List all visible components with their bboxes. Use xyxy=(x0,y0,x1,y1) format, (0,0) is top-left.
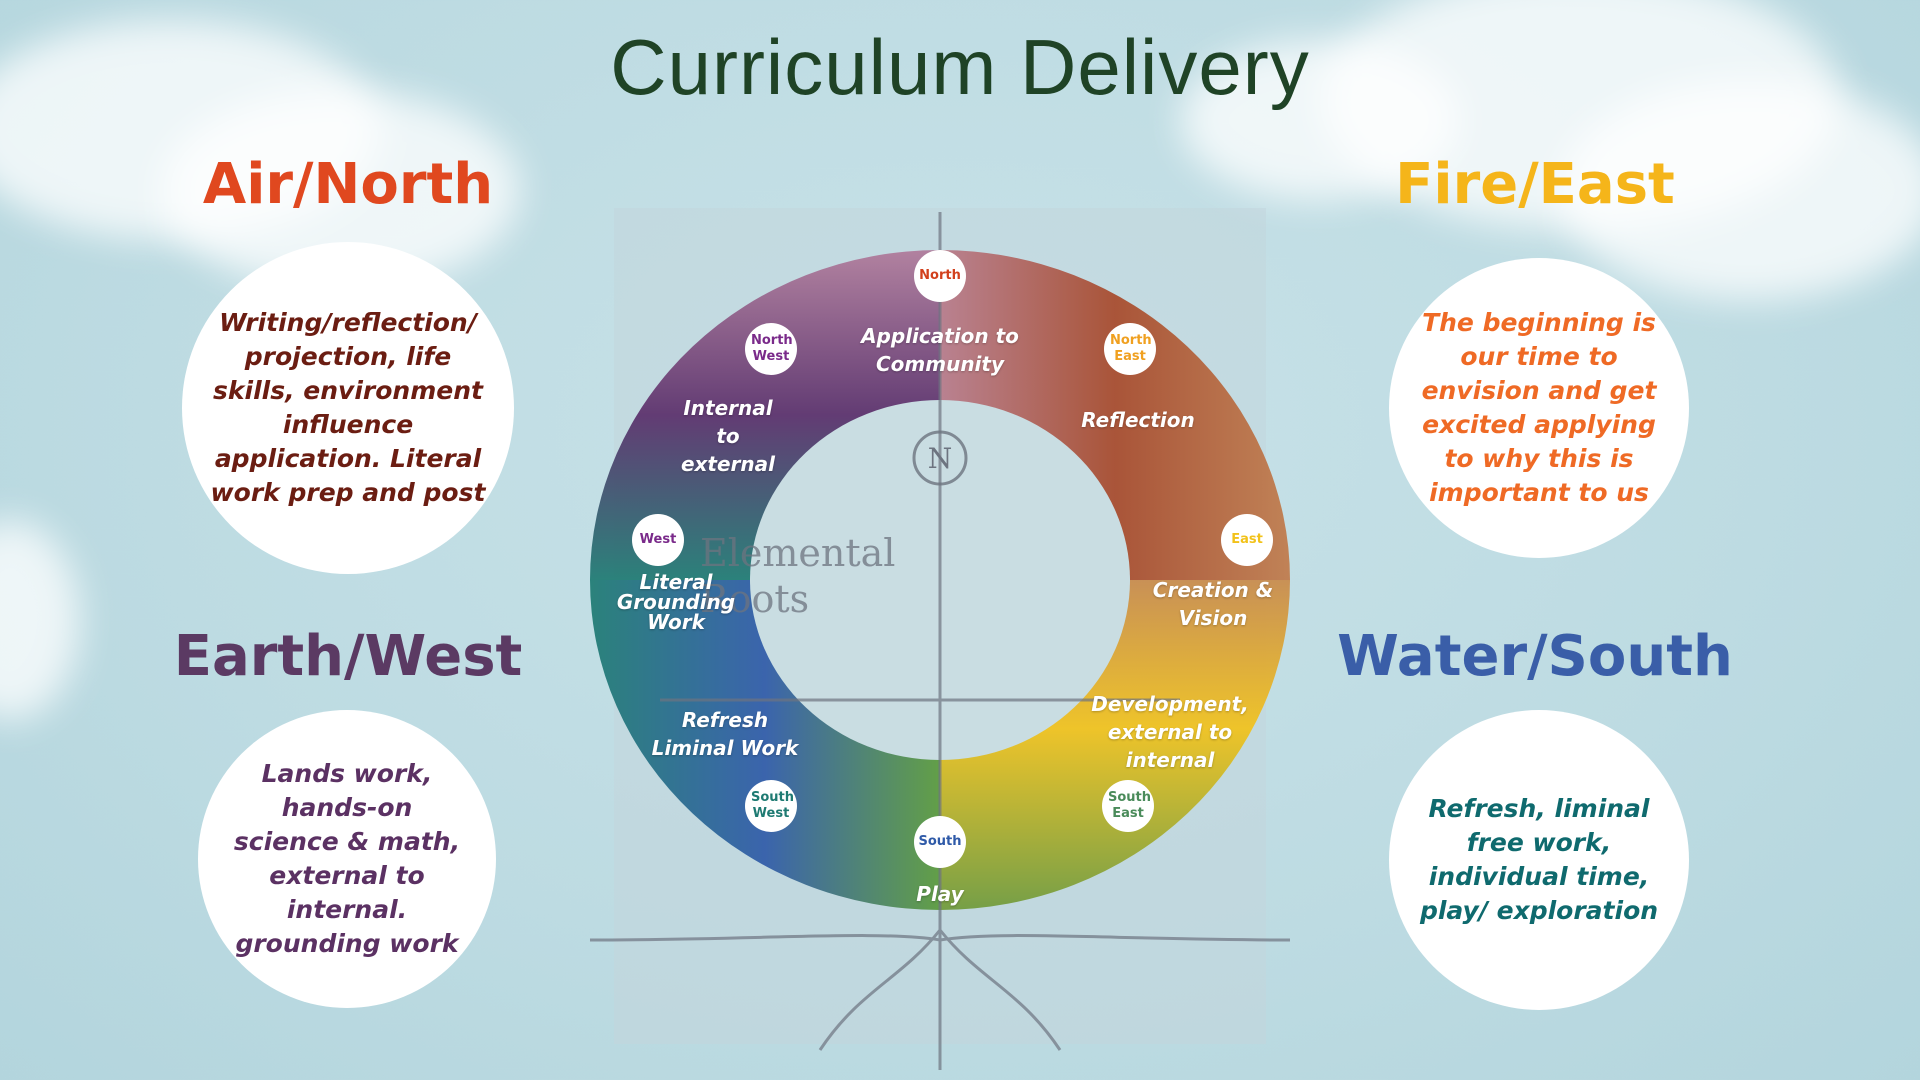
cloud xyxy=(1180,40,1460,200)
direction-northwest: North West xyxy=(745,323,797,375)
earth-west-description: Lands work, hands-on science & math, ext… xyxy=(198,710,496,1008)
direction-north: North xyxy=(914,250,966,302)
segment-northwest-label: Internal to external xyxy=(680,396,776,476)
ring-northwest xyxy=(590,250,940,580)
water-south-heading: Water/South xyxy=(1337,624,1733,689)
ring-southwest xyxy=(590,580,940,910)
fire-east-heading: Fire/East xyxy=(1395,152,1675,217)
water-south-text: Refresh, liminal free work, individual t… xyxy=(1419,794,1659,925)
air-north-heading: Air/North xyxy=(202,152,494,217)
direction-southeast: South East xyxy=(1102,780,1154,832)
segment-south-label: Play xyxy=(916,882,964,906)
direction-northeast: North East xyxy=(1104,323,1156,375)
air-north-text: Writing/reflection/ projection, life ski… xyxy=(210,308,486,507)
segment-west-label: Literal Grounding Work xyxy=(616,570,736,634)
segment-north-label: Application to Community xyxy=(861,324,1019,376)
segment-northeast-label: Reflection xyxy=(1081,408,1195,432)
fire-east-text: The beginning is our time to envision an… xyxy=(1421,308,1657,507)
segment-southwest-label: Refresh Liminal Work xyxy=(651,708,799,760)
direction-south: South xyxy=(914,816,966,868)
direction-east: East xyxy=(1221,514,1273,566)
tree-illustration xyxy=(589,212,1291,1070)
cloud xyxy=(1560,80,1920,300)
fire-east-description: The beginning is our time to envision an… xyxy=(1389,258,1689,558)
segment-southeast-label: Development, external to internal xyxy=(1091,692,1249,772)
sun-emblem xyxy=(912,430,968,486)
earth-west-heading: Earth/West xyxy=(173,624,523,689)
direction-west: West xyxy=(632,514,684,566)
air-north-description: Writing/reflection/ projection, life ski… xyxy=(182,242,514,574)
ring-northeast xyxy=(940,250,1290,580)
segment-east-label: Creation & Vision xyxy=(1152,578,1274,630)
ring-southeast xyxy=(940,580,1290,910)
direction-southwest: South West xyxy=(745,780,797,832)
sun-emblem-letter: N xyxy=(928,442,953,475)
logo-wordmark: Elemental Roots xyxy=(700,531,896,621)
earth-west-text: Lands work, hands-on science & math, ext… xyxy=(233,759,461,958)
water-south-description: Refresh, liminal free work, individual t… xyxy=(1389,710,1689,1010)
page-title: Curriculum Delivery xyxy=(610,23,1310,111)
